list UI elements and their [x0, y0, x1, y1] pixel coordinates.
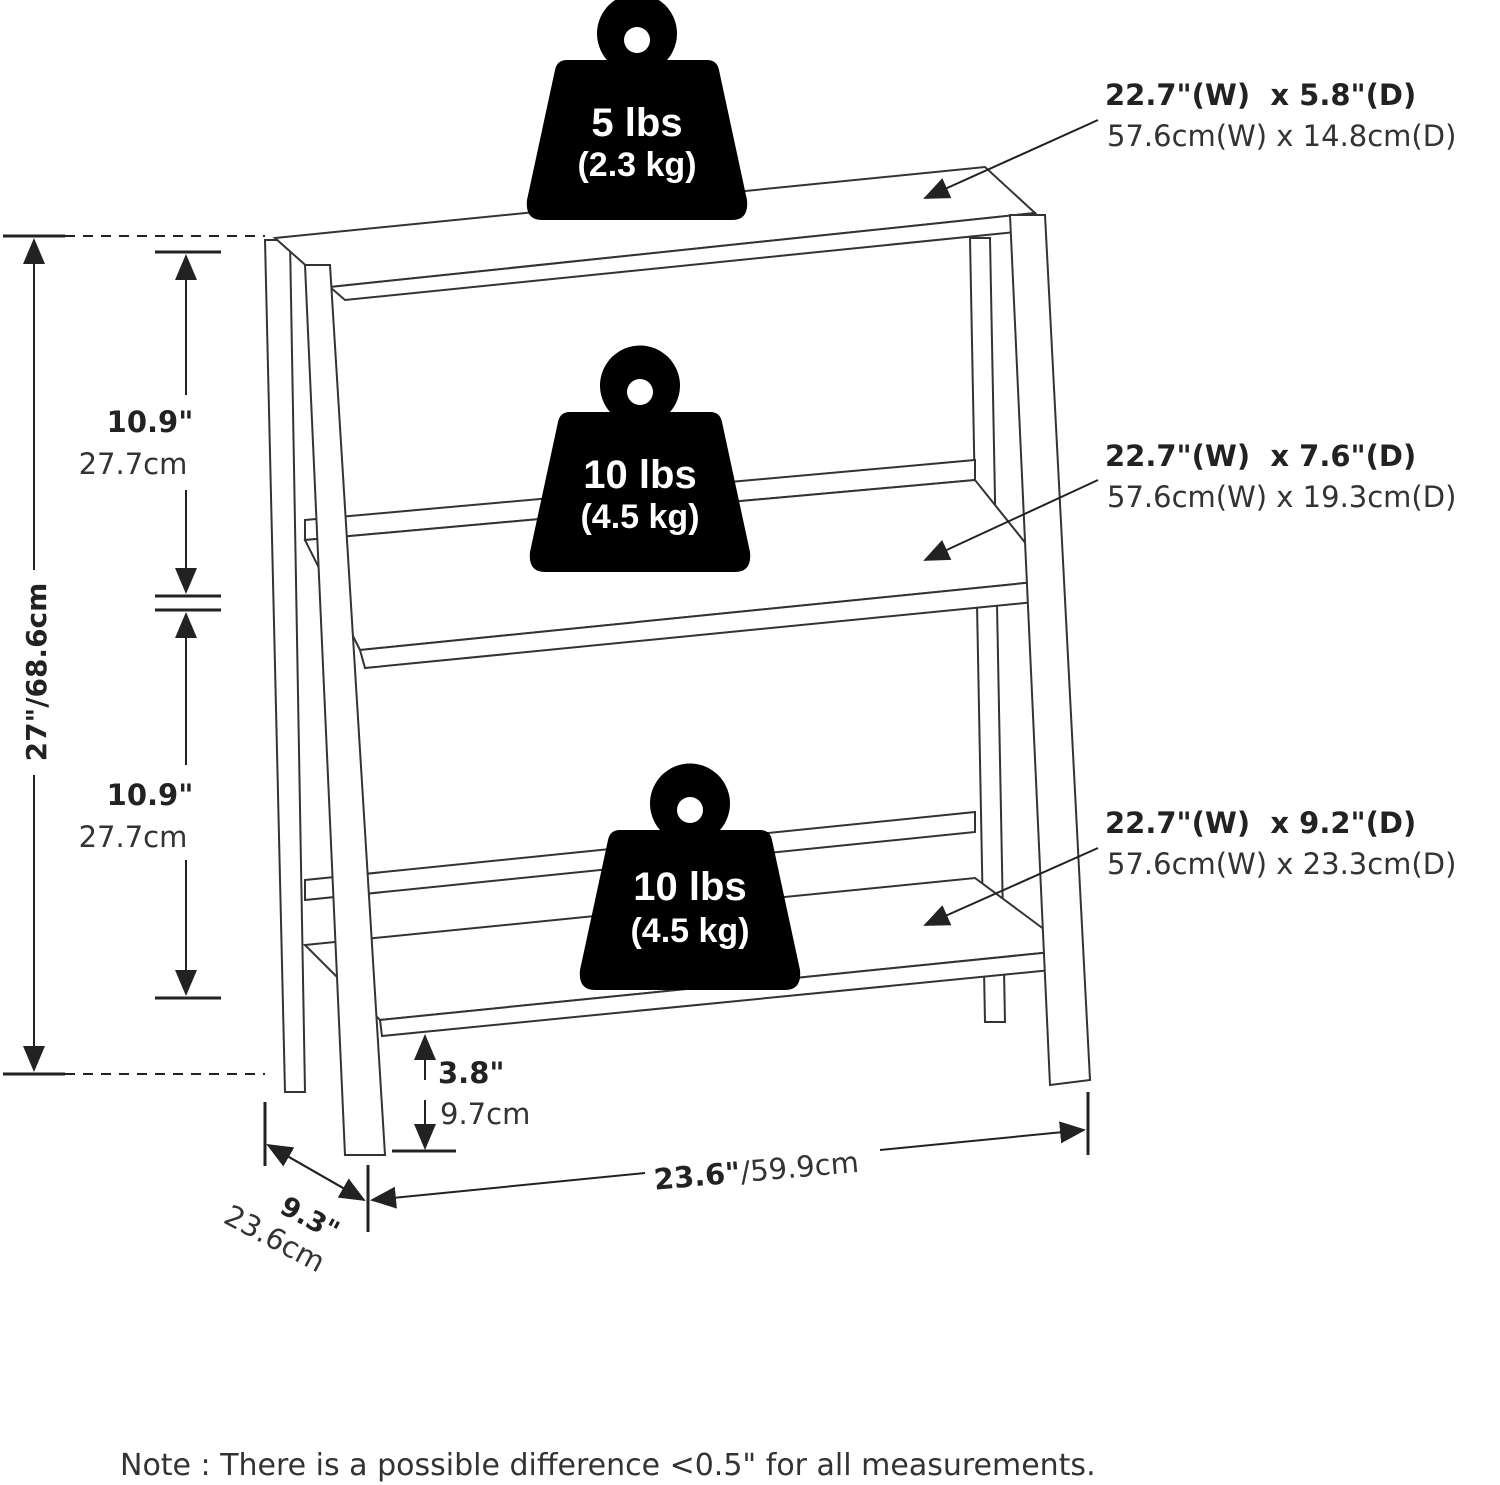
svg-text:57.6cm(W) x 19.3cm(D): 57.6cm(W) x 19.3cm(D)	[1107, 480, 1456, 514]
svg-text:9.7cm: 9.7cm	[440, 1097, 530, 1131]
weight-badge-middle: 10 lbs (4.5 kg)	[529, 345, 751, 572]
svg-text:57.6cm(W) x 14.8cm(D): 57.6cm(W) x 14.8cm(D)	[1107, 119, 1456, 153]
svg-text:(4.5 kg): (4.5 kg)	[580, 498, 699, 536]
shelf-spacing-dimensions: 10.9" 27.7cm 10.9" 27.7cm	[79, 250, 221, 1000]
svg-text:3.8": 3.8"	[438, 1056, 504, 1090]
svg-text:57.6cm(W) x 23.3cm(D): 57.6cm(W) x 23.3cm(D)	[1107, 847, 1456, 881]
clearance-dimension: 3.8" 9.7cm	[392, 1034, 530, 1153]
front-left-leg	[303, 264, 387, 1156]
measurement-note: Note : There is a possible difference <0…	[120, 1448, 1096, 1483]
weight-badge-top: 5 lbs (2.3 kg)	[526, 0, 748, 220]
rear-left-leg	[263, 239, 307, 1093]
svg-text:5 lbs: 5 lbs	[591, 101, 682, 145]
weight-badge-bottom: 10 lbs (4.5 kg)	[579, 763, 801, 990]
svg-text:10.9": 10.9"	[107, 405, 194, 439]
svg-text:10.9": 10.9"	[107, 778, 194, 812]
svg-text:10 lbs: 10 lbs	[583, 453, 696, 497]
svg-text:(2.3 kg): (2.3 kg)	[577, 146, 696, 184]
total-height-dimension: 27"/68.6cm	[3, 234, 265, 1076]
front-right-leg	[1008, 214, 1092, 1087]
svg-text:27.7cm: 27.7cm	[79, 447, 188, 481]
svg-text:(4.5 kg): (4.5 kg)	[630, 912, 749, 950]
bookshelf-frame	[263, 165, 1092, 1156]
rear-right-leg	[968, 237, 1007, 1023]
shelf-callout-middle: 22.7"(W) x 7.6"(D) 57.6cm(W) x 19.3cm(D)	[923, 439, 1456, 561]
svg-text:27.7cm: 27.7cm	[79, 820, 188, 854]
svg-text:22.7"(W) x 9.2"(D): 22.7"(W) x 9.2"(D)	[1105, 806, 1416, 840]
svg-text:10 lbs: 10 lbs	[633, 865, 746, 909]
shelf-callout-bottom: 22.7"(W) x 9.2"(D) 57.6cm(W) x 23.3cm(D)	[923, 806, 1456, 926]
svg-text:22.7"(W) x 5.8"(D): 22.7"(W) x 5.8"(D)	[1105, 78, 1416, 112]
depth-dimension: 9.3" 23.6cm	[219, 1102, 366, 1279]
shelf-callout-top: 22.7"(W) x 5.8"(D) 57.6cm(W) x 14.8cm(D)	[923, 78, 1456, 199]
svg-text:22.7"(W) x 7.6"(D): 22.7"(W) x 7.6"(D)	[1105, 439, 1416, 473]
svg-text:23.6": 23.6"	[652, 1155, 741, 1196]
svg-text:/59.9cm: /59.9cm	[739, 1145, 860, 1189]
svg-text:27"/68.6cm: 27"/68.6cm	[20, 583, 53, 762]
